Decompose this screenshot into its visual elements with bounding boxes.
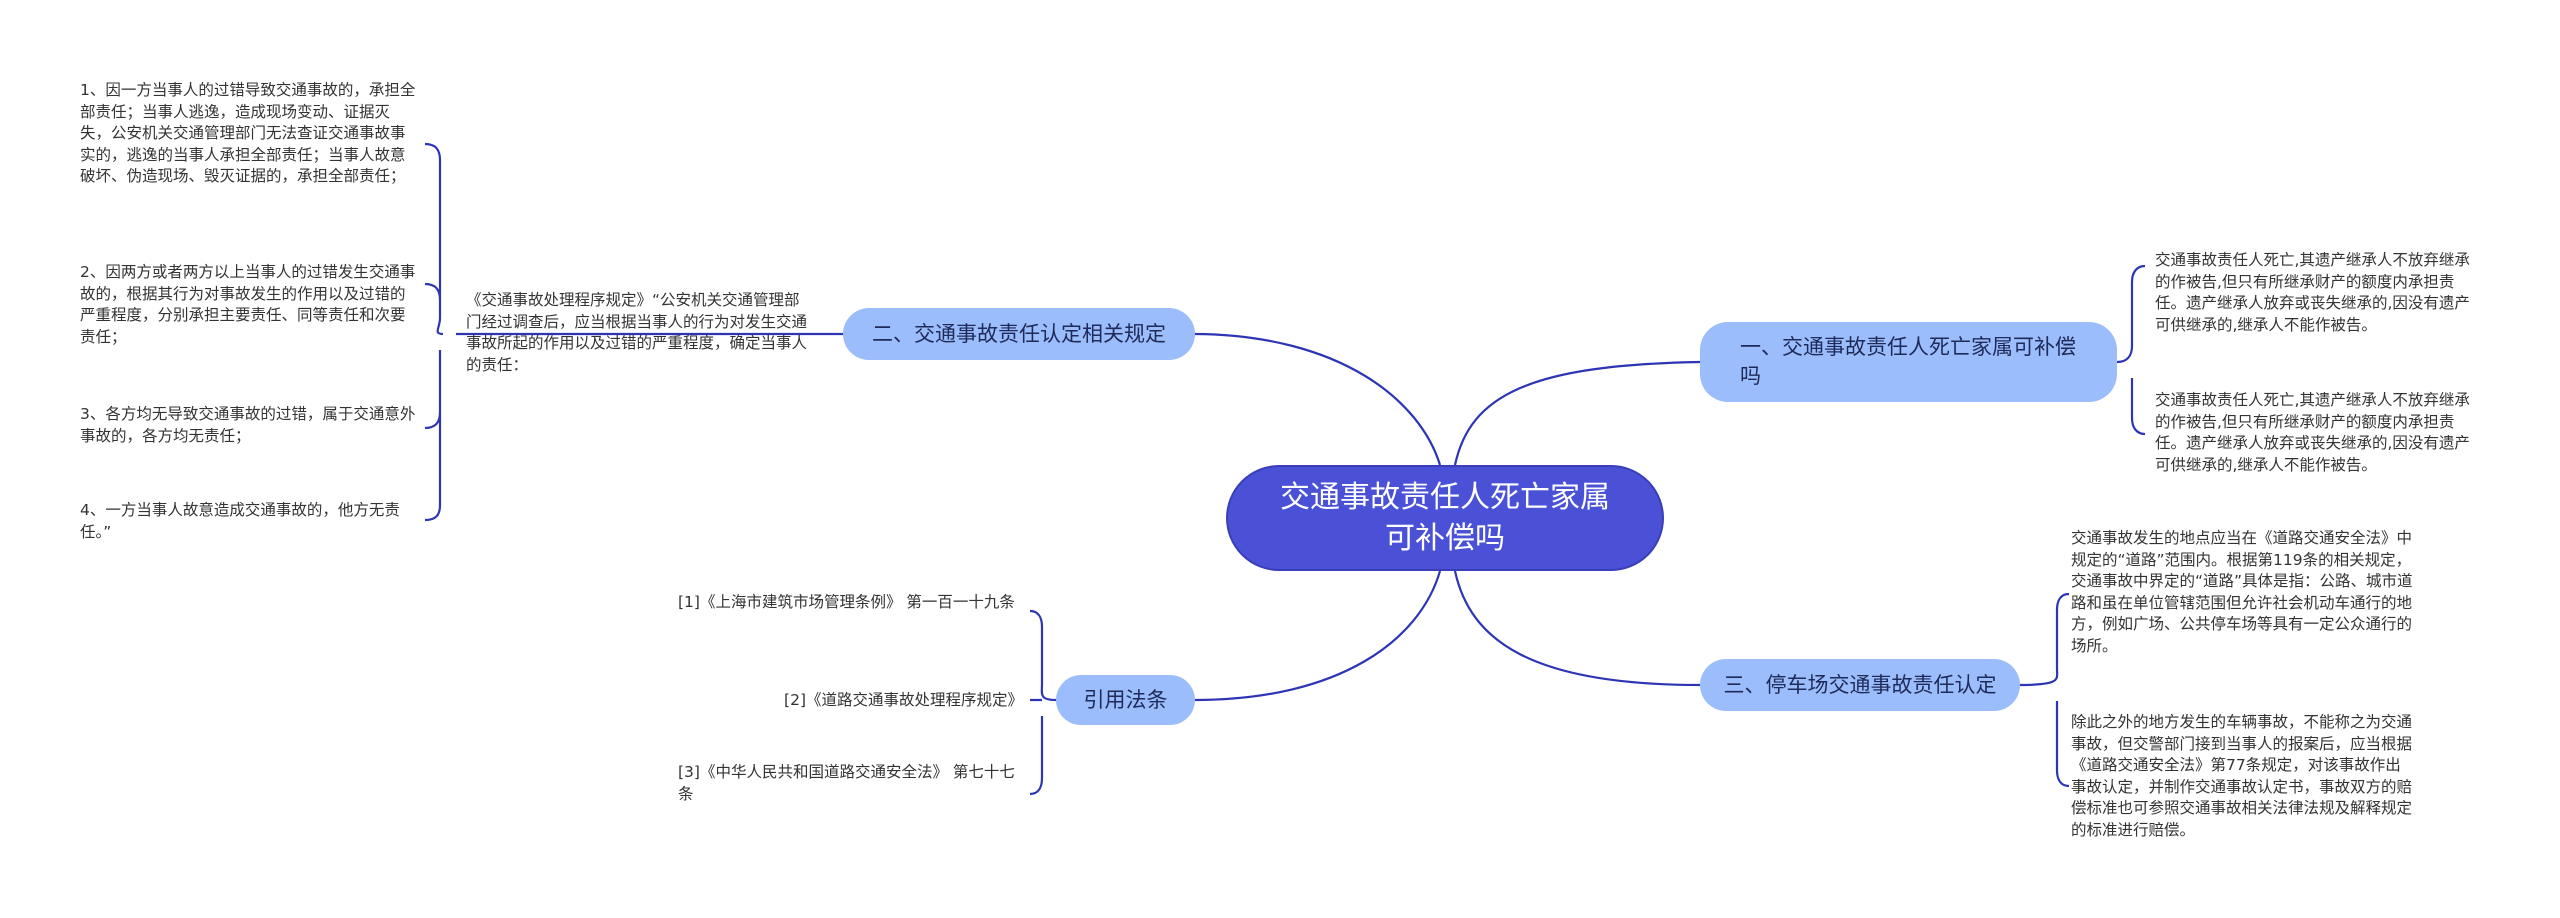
branch-2-liability-rules[interactable]: 二、交通事故责任认定相关规定 [843, 308, 1195, 360]
branch-2-rule-1: 1、因一方当事人的过错导致交通事故的，承担全部责任；当事人逃逸，造成现场变动、证… [80, 81, 416, 185]
cited-law-3: [3]《中华人民共和国道路交通安全法》 第七十七条 [678, 763, 1015, 803]
link-b4-bracket [1029, 609, 1057, 796]
link-b1-bracket [2116, 264, 2146, 436]
branch-1-death-compensation[interactable]: 一、交通事故责任人死亡家属可补偿吗 [1700, 322, 2117, 402]
branch-3-label: 三、停车场交通事故责任认定 [1723, 672, 1997, 697]
central-topic-label: 交通事故责任人死亡家属可补偿吗 [1280, 480, 1610, 556]
link-b3-bracket [2019, 592, 2070, 788]
branch-2-rule-2: 2、因两方或者两方以上当事人的过错发生交通事故的，根据其行为对事故发生的作用以及… [80, 263, 416, 346]
branch-2-rule-3: 3、各方均无导致交通事故的过错，属于交通意外事故的，各方均无责任； [80, 405, 416, 445]
branch-4-cited-laws[interactable]: 引用法条 [1056, 675, 1195, 725]
branch-1-note-2: 交通事故责任人死亡,其遗产继承人不放弃继承的作被告,但只有所继承财产的额度内承担… [2155, 391, 2470, 474]
central-topic[interactable]: 交通事故责任人死亡家属可补偿吗 [1226, 465, 1664, 571]
branch-2-label: 二、交通事故责任认定相关规定 [872, 321, 1166, 346]
branch-3-note-1: 交通事故发生的地点应当在《道路交通安全法》中规定的“道路”范围内。根据第119条… [2071, 529, 2413, 655]
branch-1-note-1: 交通事故责任人死亡,其遗产继承人不放弃继承的作被告,但只有所继承财产的额度内承担… [2155, 251, 2470, 334]
branch-1-label: 一、交通事故责任人死亡家属可补偿吗 [1740, 335, 2076, 388]
link-b2-bracket [424, 142, 444, 522]
branch-2-intro: 《交通事故处理程序规定》“公安机关交通管理部门经过调查后，应当根据当事人的行为对… [466, 291, 808, 374]
branch-2-rule-4: 4、一方当事人故意造成交通事故的，他方无责任。” [80, 501, 400, 541]
cited-law-1: [1]《上海市建筑市场管理条例》 第一百一十九条 [678, 593, 1015, 611]
link-center-b1 [1453, 360, 1701, 466]
link-center-b3 [1453, 570, 1701, 687]
branch-4-label: 引用法条 [1083, 687, 1168, 712]
branch-3-parking-lot[interactable]: 三、停车场交通事故责任认定 [1700, 659, 2020, 711]
link-center-b4 [1194, 570, 1442, 702]
branch-3-note-2: 除此之外的地方发生的车辆事故，不能称之为交通事故，但交警部门接到当事人的报案后，… [2071, 713, 2413, 839]
link-center-b2 [1194, 332, 1442, 466]
cited-law-2: [2]《道路交通事故处理程序规定》 [784, 691, 1023, 709]
